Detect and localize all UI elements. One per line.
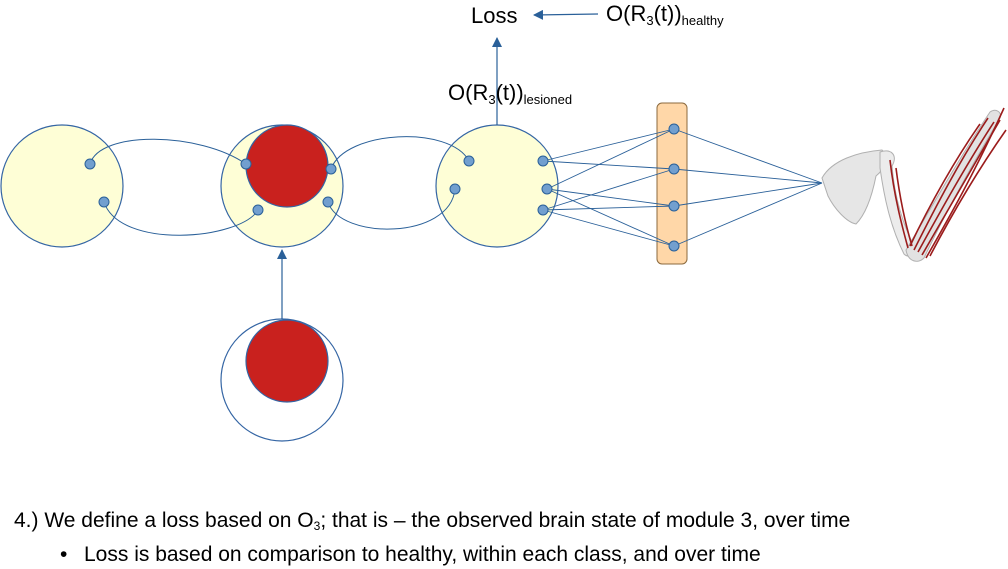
lesioned-index: 3 — [488, 92, 496, 107]
muscles — [889, 107, 1007, 259]
arm-model-illustration — [821, 107, 1007, 262]
node — [541, 183, 553, 195]
node — [325, 163, 337, 175]
readout-connections — [542, 128, 675, 247]
bullet-marker: • — [60, 543, 68, 566]
lesion-input-core — [245, 319, 329, 403]
healthy-suffix: (t)) — [653, 1, 682, 26]
node — [252, 204, 264, 216]
arm-connections — [673, 128, 823, 247]
bullet-text: Loss is based on comparison to healthy, … — [84, 543, 761, 566]
caption-sub: 3 — [313, 519, 321, 533]
lesioned-output-label: O(R3(t))lesioned — [448, 80, 572, 109]
node — [84, 158, 96, 170]
module-2-lesion — [245, 124, 329, 208]
node — [463, 155, 475, 167]
caption-before: 4.) We define a loss based on O — [14, 509, 314, 532]
node — [537, 204, 549, 216]
node — [537, 155, 549, 167]
bullet-point: • Loss is based on comparison to healthy,… — [60, 541, 761, 569]
nodes — [84, 123, 680, 252]
readout-layer — [656, 102, 688, 265]
lesioned-suffix: (t)) — [495, 80, 524, 105]
node — [322, 196, 334, 208]
module-1 — [0, 124, 124, 248]
inter-module-connections — [89, 136, 470, 236]
scapula — [821, 149, 886, 225]
healthy-to-loss-arrow — [533, 9, 599, 20]
caption-after: ; that is – the observed brain state of … — [320, 509, 851, 532]
healthy-index: 3 — [646, 13, 654, 28]
node — [449, 183, 461, 195]
lesioned-subscript: lesioned — [523, 92, 573, 107]
caption: 4.) We define a loss based on O3; that i… — [14, 507, 850, 537]
node — [98, 196, 110, 208]
healthy-output-label: O(R3(t))healthy — [606, 1, 724, 30]
node — [668, 163, 680, 175]
loss-label: Loss — [471, 3, 517, 29]
node — [668, 123, 680, 135]
healthy-subscript: healthy — [681, 13, 724, 28]
healthy-prefix: O(R — [606, 1, 647, 26]
lesioned-prefix: O(R — [448, 80, 489, 105]
node — [668, 200, 680, 212]
loss-text: Loss — [471, 3, 518, 28]
node — [668, 240, 680, 252]
node — [240, 158, 252, 170]
